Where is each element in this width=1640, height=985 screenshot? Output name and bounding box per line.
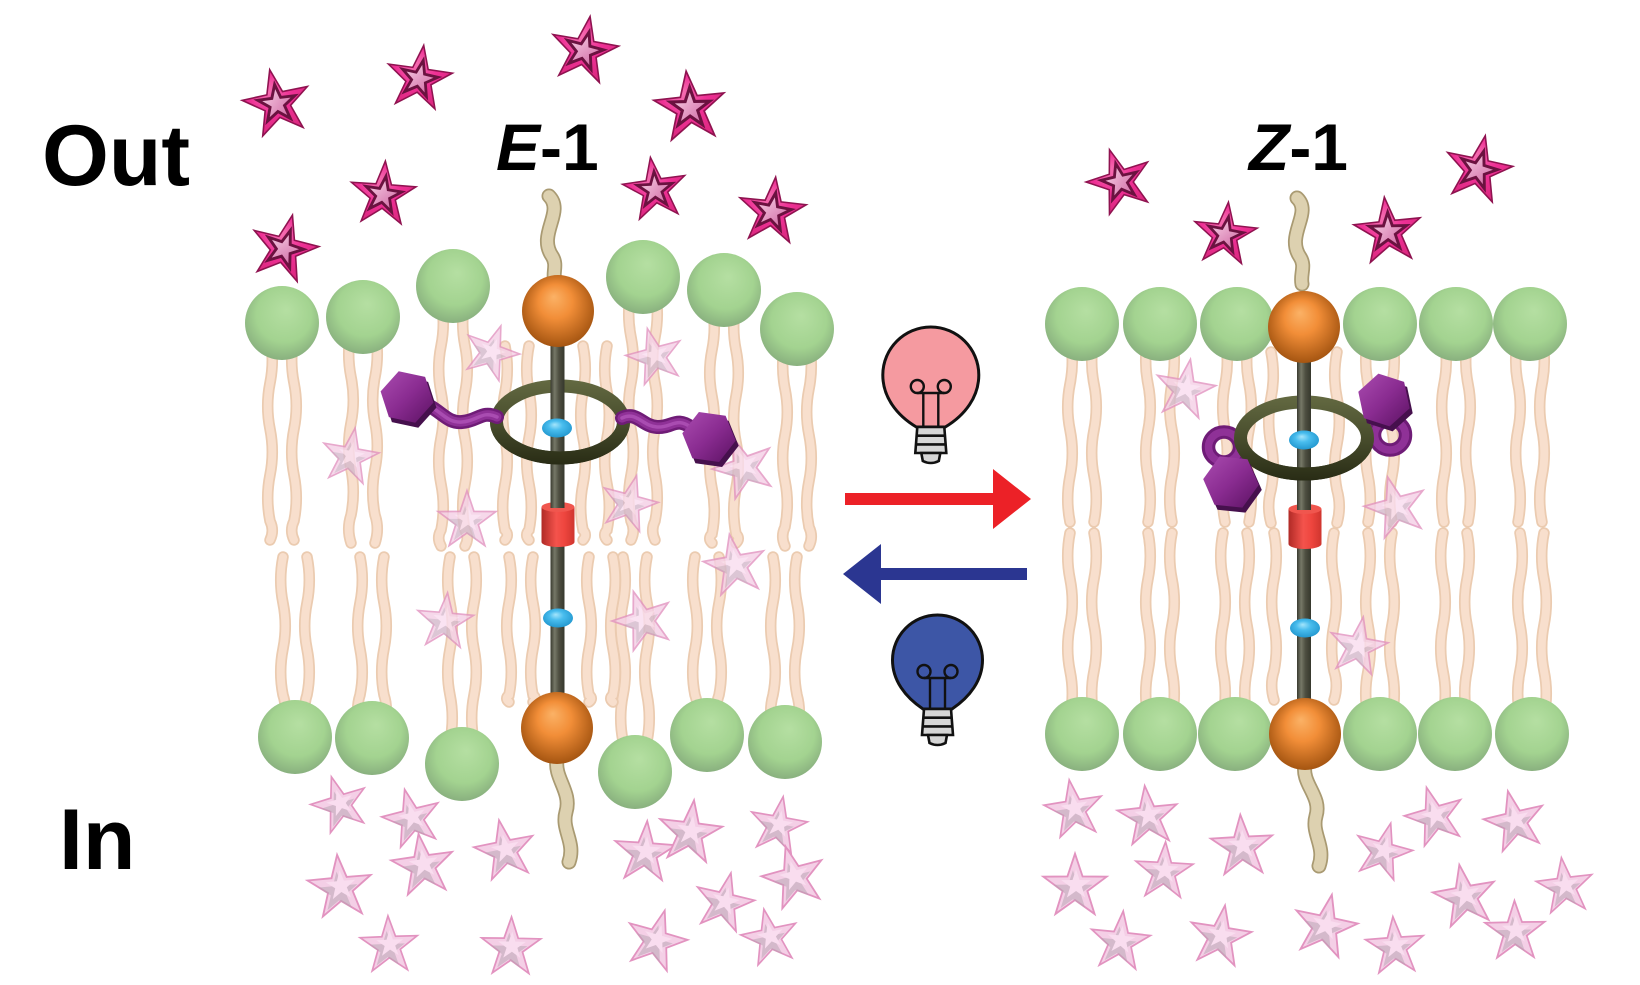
svg-text:Out: Out [42,108,190,204]
svg-text:In: In [59,792,135,888]
svg-text:E-1: E-1 [496,110,599,184]
svg-text:Z-1: Z-1 [1247,110,1348,184]
